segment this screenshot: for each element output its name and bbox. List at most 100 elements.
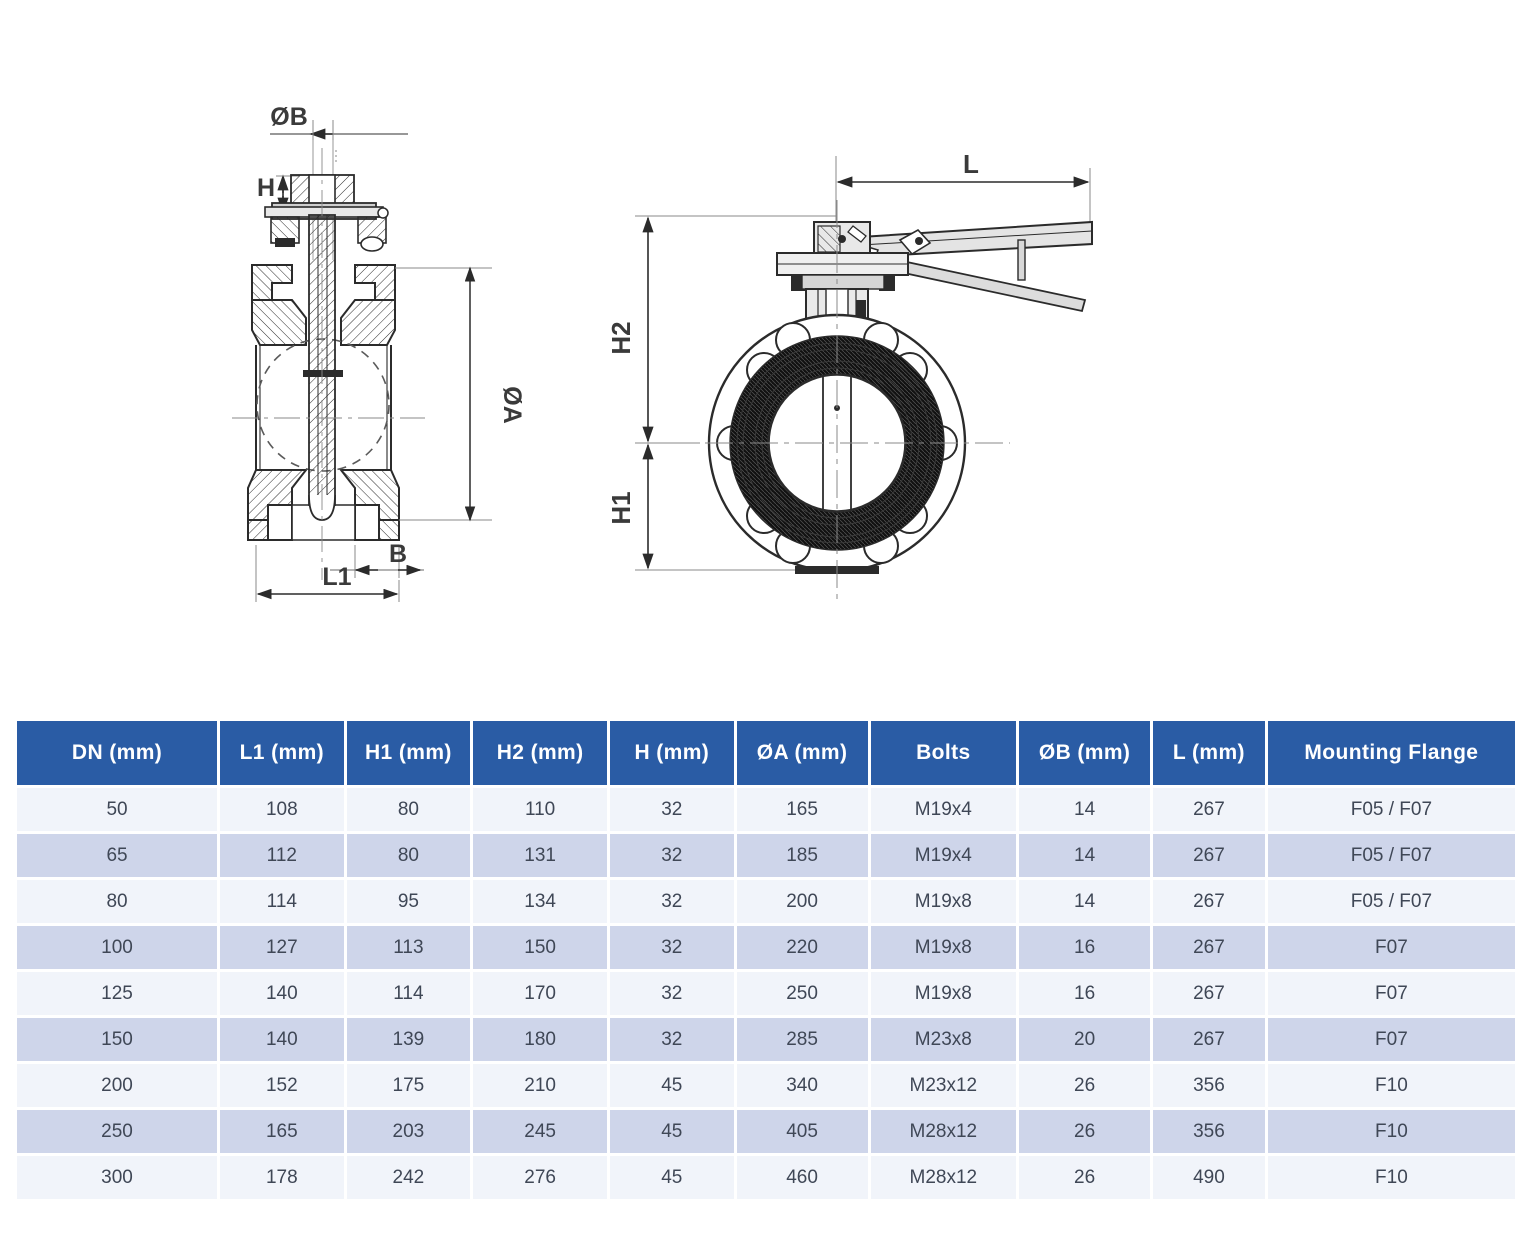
cell-l: 267 xyxy=(1153,926,1265,969)
cell-bolts: M19x8 xyxy=(870,880,1017,923)
cell-h2: 180 xyxy=(473,1018,608,1061)
valve-drawing-svg: ØB H xyxy=(232,103,1093,602)
cell-diameter-a: 200 xyxy=(736,880,868,923)
front-view-group: L H2 H1 xyxy=(606,149,1093,600)
col-header-mounting-flange: Mounting Flange xyxy=(1267,721,1515,785)
cell-mounting-flange: F10 xyxy=(1267,1110,1515,1153)
col-header-l: L (mm) xyxy=(1153,721,1265,785)
cell-h: 45 xyxy=(610,1064,734,1107)
cell-h2: 110 xyxy=(473,788,608,831)
label-diameter-b: ØB xyxy=(270,103,308,131)
cell-l: 267 xyxy=(1153,788,1265,831)
cell-mounting-flange: F10 xyxy=(1267,1064,1515,1107)
cell-diameter-a: 405 xyxy=(736,1110,868,1153)
cell-h2: 150 xyxy=(473,926,608,969)
diameter-a-dimension xyxy=(395,266,492,522)
label-b: B xyxy=(389,540,407,568)
table-header-row: DN (mm) L1 (mm) H1 (mm) H2 (mm) H (mm) Ø… xyxy=(17,721,1515,785)
mounting-flange-bracket xyxy=(264,202,389,252)
specification-table-wrap: DN (mm) L1 (mm) H1 (mm) H2 (mm) H (mm) Ø… xyxy=(14,718,1518,1202)
cell-l: 267 xyxy=(1153,1018,1265,1061)
cell-mounting-flange: F05 / F07 xyxy=(1267,788,1515,831)
cell-l1: 178 xyxy=(220,1156,344,1199)
col-header-diameter-b: ØB (mm) xyxy=(1019,721,1151,785)
cell-h: 32 xyxy=(610,972,734,1015)
cell-h1: 114 xyxy=(346,972,471,1015)
label-h2: H2 xyxy=(606,321,636,354)
cell-h1: 139 xyxy=(346,1018,471,1061)
cell-diameter-b: 14 xyxy=(1019,788,1151,831)
cell-mounting-flange: F07 xyxy=(1267,926,1515,969)
cell-diameter-b: 14 xyxy=(1019,880,1151,923)
l1-dimension xyxy=(255,545,400,602)
cell-l1: 165 xyxy=(220,1110,344,1153)
cell-mounting-flange: F10 xyxy=(1267,1156,1515,1199)
col-header-diameter-a: ØA (mm) xyxy=(736,721,868,785)
cell-diameter-b: 16 xyxy=(1019,972,1151,1015)
cell-mounting-flange: F07 xyxy=(1267,972,1515,1015)
stem-top-boss xyxy=(813,221,871,257)
cell-dn: 150 xyxy=(17,1018,218,1061)
cell-mounting-flange: F05 / F07 xyxy=(1267,834,1515,877)
cell-l: 267 xyxy=(1153,972,1265,1015)
cell-l: 356 xyxy=(1153,1110,1265,1153)
cell-h2: 245 xyxy=(473,1110,608,1153)
cell-h1: 242 xyxy=(346,1156,471,1199)
cell-h1: 95 xyxy=(346,880,471,923)
cell-l1: 114 xyxy=(220,880,344,923)
cell-l1: 108 xyxy=(220,788,344,831)
cell-diameter-a: 220 xyxy=(736,926,868,969)
cell-bolts: M19x8 xyxy=(870,926,1017,969)
col-header-h2: H2 (mm) xyxy=(473,721,608,785)
front-mounting-flange xyxy=(776,252,909,291)
cell-dn: 100 xyxy=(17,926,218,969)
cell-h: 32 xyxy=(610,926,734,969)
cell-l: 490 xyxy=(1153,1156,1265,1199)
cell-dn: 250 xyxy=(17,1110,218,1153)
col-header-h: H (mm) xyxy=(610,721,734,785)
cell-bolts: M28x12 xyxy=(870,1156,1017,1199)
cell-diameter-a: 340 xyxy=(736,1064,868,1107)
cell-diameter-b: 26 xyxy=(1019,1156,1151,1199)
label-h1: H1 xyxy=(606,491,636,524)
cell-dn: 80 xyxy=(17,880,218,923)
cell-diameter-a: 460 xyxy=(736,1156,868,1199)
valve-body-section xyxy=(247,264,400,541)
cell-bolts: M19x4 xyxy=(870,788,1017,831)
cell-dn: 50 xyxy=(17,788,218,831)
cell-l1: 127 xyxy=(220,926,344,969)
section-view-group: ØB H xyxy=(232,103,526,602)
cell-h: 45 xyxy=(610,1110,734,1153)
cell-bolts: M28x12 xyxy=(870,1110,1017,1153)
cell-dn: 200 xyxy=(17,1064,218,1107)
cell-h: 32 xyxy=(610,834,734,877)
cell-h2: 210 xyxy=(473,1064,608,1107)
col-header-h1: H1 (mm) xyxy=(346,721,471,785)
cell-dn: 125 xyxy=(17,972,218,1015)
cell-l: 356 xyxy=(1153,1064,1265,1107)
valve-stem-shaft xyxy=(303,214,343,521)
col-header-bolts: Bolts xyxy=(870,721,1017,785)
cell-bolts: M23x12 xyxy=(870,1064,1017,1107)
cell-bolts: M23x8 xyxy=(870,1018,1017,1061)
label-h: H xyxy=(257,174,275,202)
col-header-dn: DN (mm) xyxy=(17,721,218,785)
cell-diameter-a: 165 xyxy=(736,788,868,831)
cell-mounting-flange: F07 xyxy=(1267,1018,1515,1061)
cell-h: 32 xyxy=(610,880,734,923)
cell-h2: 170 xyxy=(473,972,608,1015)
cell-h1: 203 xyxy=(346,1110,471,1153)
technical-drawing-area: ØB H xyxy=(232,103,1093,602)
label-l: L xyxy=(963,149,979,179)
cell-h: 32 xyxy=(610,1018,734,1061)
cell-h2: 131 xyxy=(473,834,608,877)
label-diameter-a: ØA xyxy=(498,386,526,424)
cell-l1: 112 xyxy=(220,834,344,877)
